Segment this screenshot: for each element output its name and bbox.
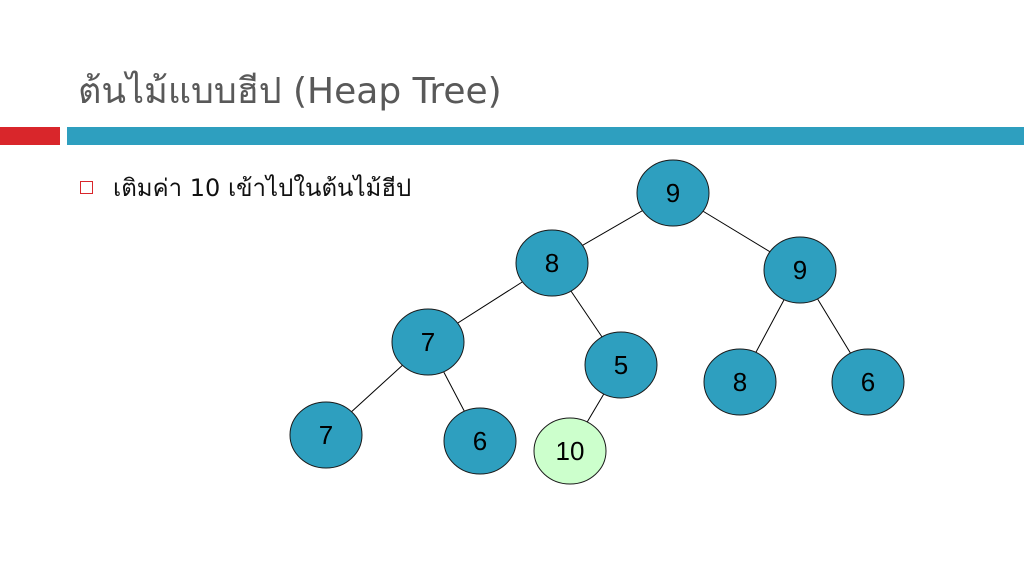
page-title: ต้นไม้แบบฮีป (Heap Tree) bbox=[78, 71, 502, 112]
accent-bar-teal bbox=[67, 127, 1024, 145]
tree-node: 7 bbox=[391, 308, 465, 376]
node-circle bbox=[391, 308, 465, 376]
node-value: 7 bbox=[421, 327, 435, 357]
node-circle bbox=[763, 236, 837, 304]
square-bullet-icon bbox=[80, 181, 93, 194]
node-value: 5 bbox=[614, 350, 628, 380]
node-value: 10 bbox=[556, 436, 585, 466]
tree-node: 8 bbox=[703, 348, 777, 416]
node-circle bbox=[443, 407, 517, 475]
bullet-text: เติมค่า 10 เข้าไปในต้นไม้ฮีป bbox=[113, 174, 412, 202]
node-value: 7 bbox=[319, 420, 333, 450]
bullet-item: เติมค่า 10 เข้าไปในต้นไม้ฮีป bbox=[80, 168, 411, 207]
tree-node: 5 bbox=[584, 331, 658, 399]
node-value: 9 bbox=[666, 178, 680, 208]
node-circle bbox=[831, 348, 905, 416]
node-value: 9 bbox=[793, 255, 807, 285]
tree-nodes: 9 8 9 7 5 8 6 7 6 10 bbox=[289, 159, 905, 485]
tree-node: 7 bbox=[289, 401, 363, 469]
tree-node: 8 bbox=[515, 229, 589, 297]
tree-node: 6 bbox=[831, 348, 905, 416]
tree-node-inserted: 10 bbox=[533, 417, 607, 485]
node-value: 8 bbox=[545, 248, 559, 278]
tree-node: 9 bbox=[763, 236, 837, 304]
node-value: 6 bbox=[473, 426, 487, 456]
node-circle bbox=[289, 401, 363, 469]
tree-node: 9 bbox=[636, 159, 710, 227]
node-circle bbox=[584, 331, 658, 399]
tree-node: 6 bbox=[443, 407, 517, 475]
node-value: 6 bbox=[861, 367, 875, 397]
node-value: 8 bbox=[733, 367, 747, 397]
node-circle bbox=[636, 159, 710, 227]
node-circle bbox=[533, 417, 607, 485]
accent-bar-red bbox=[0, 127, 60, 145]
node-circle bbox=[703, 348, 777, 416]
node-circle bbox=[515, 229, 589, 297]
